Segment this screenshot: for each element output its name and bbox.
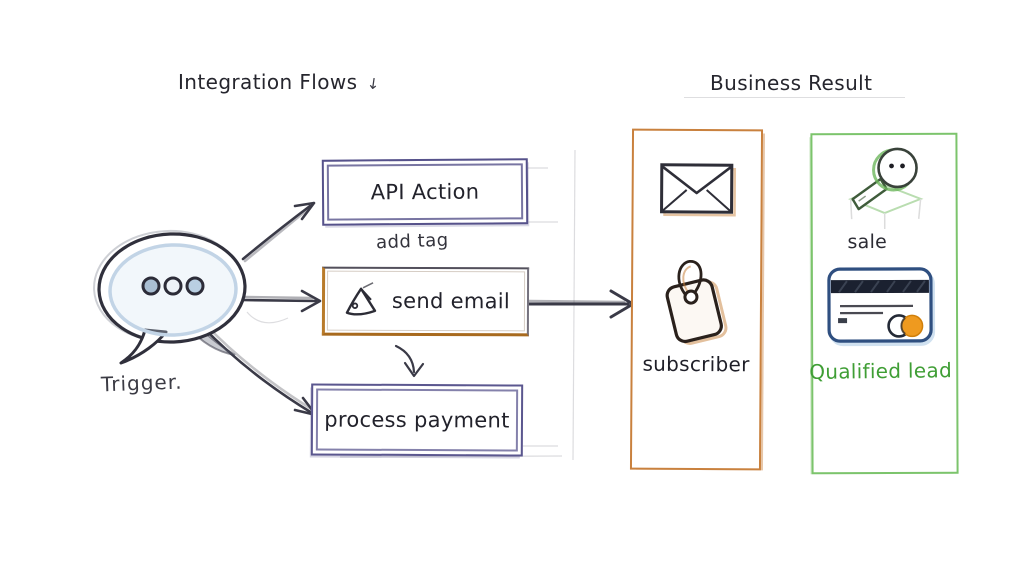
paper-plane-icon	[345, 282, 377, 316]
arrow-trigger-to-api-action	[241, 201, 316, 263]
send-email-node: send email	[321, 266, 530, 337]
arrow-send-email-to-subscriber	[525, 289, 635, 319]
magnifier-icon	[847, 147, 923, 230]
down-arrow-glyph: ↓	[366, 74, 382, 94]
process-payment-node: process payment	[310, 383, 524, 457]
send-email-label: send email	[391, 288, 511, 314]
envelope-icon	[659, 163, 736, 217]
results-title-underline	[684, 97, 905, 98]
api-action-node: API Action	[321, 158, 529, 226]
flows-title: Integration Flows ↓	[178, 70, 382, 94]
results-title: Business Result	[710, 71, 873, 95]
process-payment-label: process payment	[324, 407, 510, 433]
speech-bubble-icon	[93, 229, 247, 365]
credit-card-icon	[826, 267, 935, 347]
api-action-label: API Action	[370, 179, 480, 205]
subscriber-column: subscriber	[629, 128, 764, 471]
qualified-lead-column: sale Qualified lead	[809, 132, 959, 475]
qualified-lead-label: Qualified lead	[809, 358, 953, 384]
trigger-label: Trigger.	[100, 369, 183, 397]
arrow-trigger-to-send-email	[240, 289, 322, 313]
sale-label: sale	[847, 230, 888, 254]
add-tag-label: add tag	[375, 229, 449, 254]
arrow-send-email-to-process-payment	[394, 344, 425, 378]
flows-title-text: Integration Flows	[178, 70, 358, 94]
tag-icon	[665, 260, 727, 345]
bubble-dots	[141, 276, 205, 296]
subscriber-label: subscriber	[642, 351, 750, 377]
